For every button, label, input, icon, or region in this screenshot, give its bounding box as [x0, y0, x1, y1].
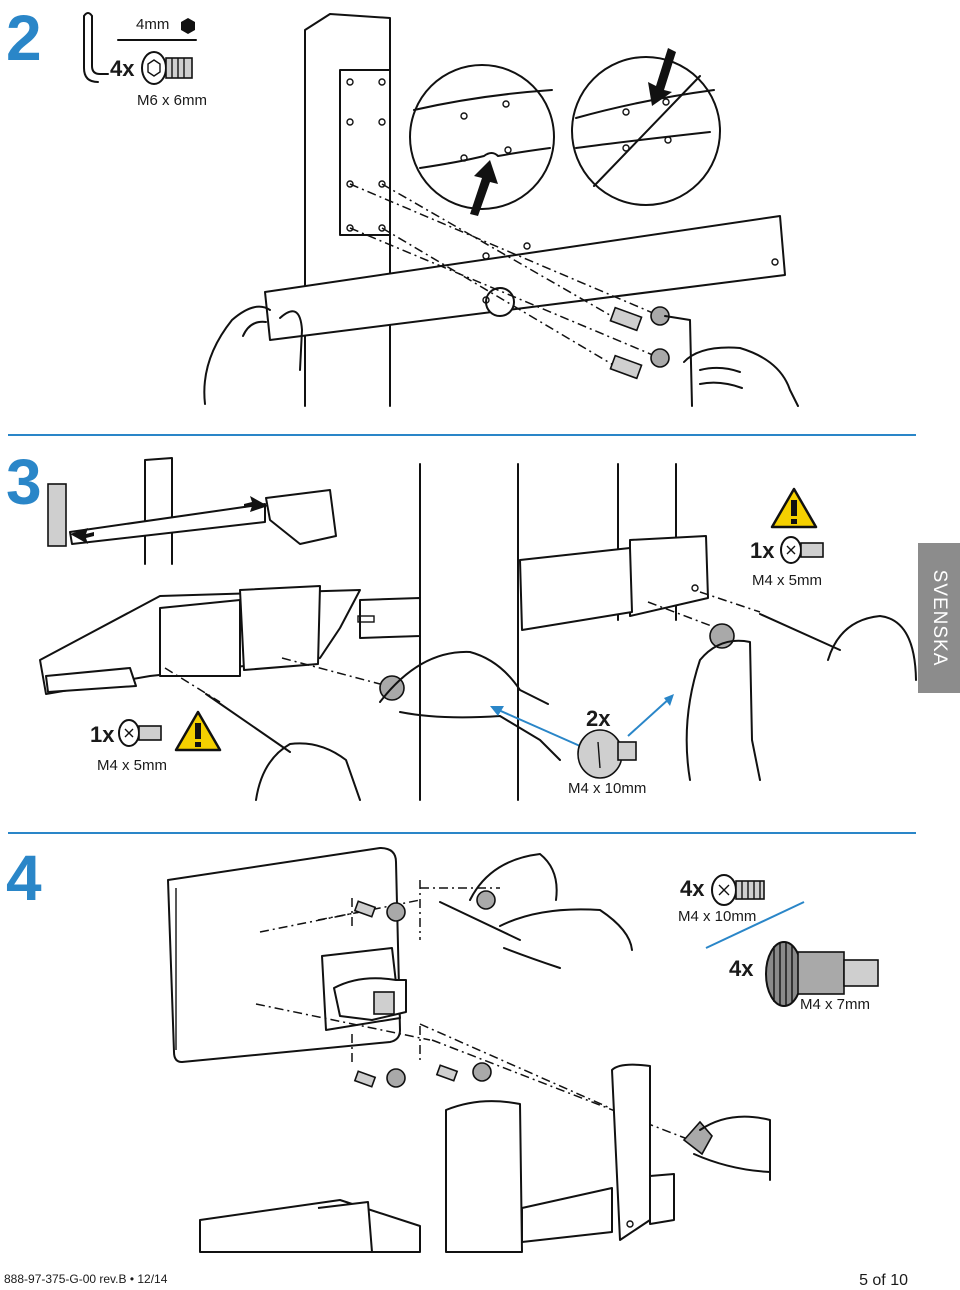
section-divider: [8, 434, 916, 436]
step4-screw-spec: M4 x 10mm: [678, 908, 757, 925]
step3-right-spec: M4 x 5mm: [752, 572, 823, 589]
warning-icon: [174, 710, 222, 752]
doc-number: 888-97-375-G-00 rev.B • 12/14: [4, 1272, 168, 1286]
prohibited-icon: [571, 48, 721, 206]
page-number: 5 of 10: [859, 1272, 908, 1289]
step3-knob-qty: 2x: [586, 706, 611, 731]
screw-icon: [141, 51, 193, 85]
hex-key-icon: [83, 12, 197, 83]
thumb-screw-icon: [577, 729, 637, 779]
step-number-3: 3: [6, 446, 42, 518]
step3-knob-spec: M4 x 10mm: [568, 780, 647, 797]
step4-knob-spec: M4 x 7mm: [800, 996, 871, 1013]
step3-left-spec: M4 x 5mm: [97, 757, 168, 774]
step4-screw-qty: 4x: [680, 876, 705, 901]
step2-screw-spec: M6 x 6mm: [137, 92, 208, 109]
step3-left-qty: 1x: [90, 722, 115, 747]
step4-illustration: [167, 847, 805, 1253]
step3-right-qty: 1x: [750, 538, 775, 563]
step-number-4: 4: [6, 842, 42, 914]
tool-size-label: 4mm: [136, 16, 170, 33]
thumb-screw-icon: [386, 890, 496, 1088]
step-number-2: 2: [6, 2, 42, 74]
screw-icon: [118, 719, 162, 747]
warning-icon: [770, 487, 818, 529]
step2-illustration: [203, 13, 799, 407]
step2-screw-qty: 4x: [110, 56, 135, 81]
screw-icon: [711, 874, 765, 906]
hexagon-icon: [181, 18, 195, 34]
screw-icon: [609, 306, 670, 380]
language-tab-label: SVENSKA: [929, 569, 950, 667]
section-divider: [8, 832, 916, 834]
screw-icon: [780, 536, 824, 564]
step3-illustration: [39, 457, 917, 801]
step4-knob-qty: 4x: [729, 956, 754, 981]
thumb-screw-icon: [379, 623, 735, 701]
language-tab: SVENSKA: [918, 543, 960, 693]
screw-icon: [353, 900, 459, 1088]
thumb-screw-icon: [765, 941, 879, 1007]
